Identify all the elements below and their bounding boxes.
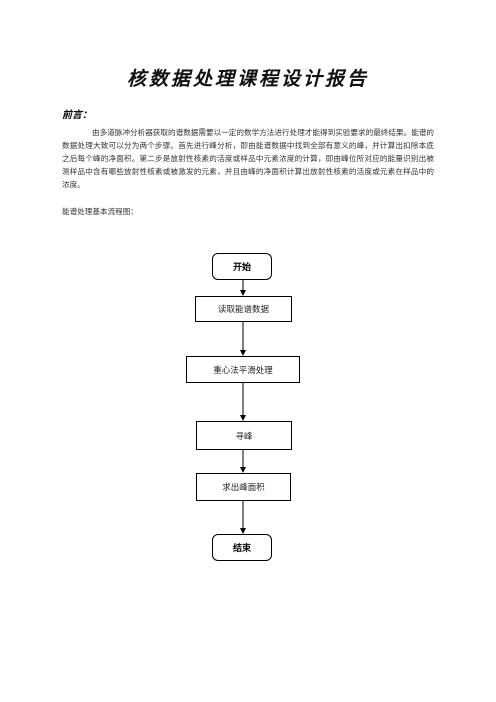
read-spectrum-label: 读取能谱数据	[217, 305, 269, 315]
flowchart-caption: 能谱处理基本流程图：	[62, 207, 138, 216]
peak-area-label: 求出峰面积	[222, 483, 265, 493]
document-title: 核数据处理课程设计报告	[126, 68, 369, 90]
flowchart-peak-search-step: 寻峰	[196, 421, 292, 450]
smoothing-label: 重心法平滑处理	[213, 365, 273, 376]
peak-search-label: 寻峰	[235, 431, 253, 442]
preface-paragraph: 由多道脉冲分析器获取的谱数据需要以一定的数学方法进行处理才能得到实验要求的最终结…	[62, 128, 434, 189]
end-label: 结束	[232, 544, 251, 554]
flowchart-end-node: 结束	[212, 534, 272, 561]
flowchart-read-spectrum-step: 读取能谱数据	[195, 296, 292, 322]
flowchart-smoothing-step: 重心法平滑处理	[186, 356, 300, 383]
preface-heading: 前言：	[62, 110, 92, 121]
flowchart-peak-area-step: 求出峰面积	[196, 473, 291, 501]
start-label: 开始	[232, 263, 251, 273]
flowchart-start-node: 开始	[212, 253, 272, 280]
